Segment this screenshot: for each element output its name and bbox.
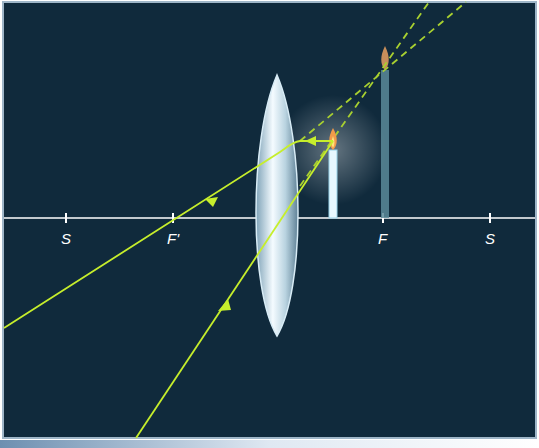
point-label: F [378,230,387,248]
point-label: F' [167,230,179,248]
point-label: S [485,230,495,248]
point-label: S [61,230,71,248]
